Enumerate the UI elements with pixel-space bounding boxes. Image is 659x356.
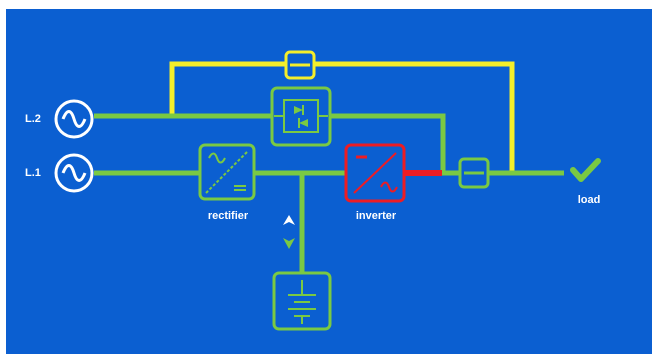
discharge-arrow-down-icon	[283, 238, 295, 249]
battery-icon[interactable]	[272, 271, 332, 331]
rectifier-icon[interactable]	[198, 143, 256, 201]
load-label: load	[577, 194, 601, 206]
rectifier-label: rectifier	[207, 210, 249, 222]
ups-mimic-diagram	[6, 9, 652, 354]
inverter-label: inverter	[355, 210, 397, 222]
output-switch-icon[interactable]	[458, 157, 490, 189]
ups-mimic-panel: L.2 L.1 rectifier inverter load	[6, 9, 652, 354]
charge-arrow-up-icon	[283, 215, 295, 225]
sine-wave-icon	[54, 99, 94, 139]
l2-label: L.2	[25, 113, 41, 125]
sine-wave-icon	[54, 153, 94, 193]
inverter-icon[interactable]	[344, 143, 406, 203]
bypass-switch-icon[interactable]	[284, 50, 316, 80]
checkmark-icon	[570, 158, 601, 182]
static-bypass-line	[330, 113, 446, 173]
maintenance-bypass-line	[169, 61, 515, 173]
l1-label: L.1	[25, 167, 41, 179]
static-switch-icon[interactable]	[270, 86, 332, 147]
